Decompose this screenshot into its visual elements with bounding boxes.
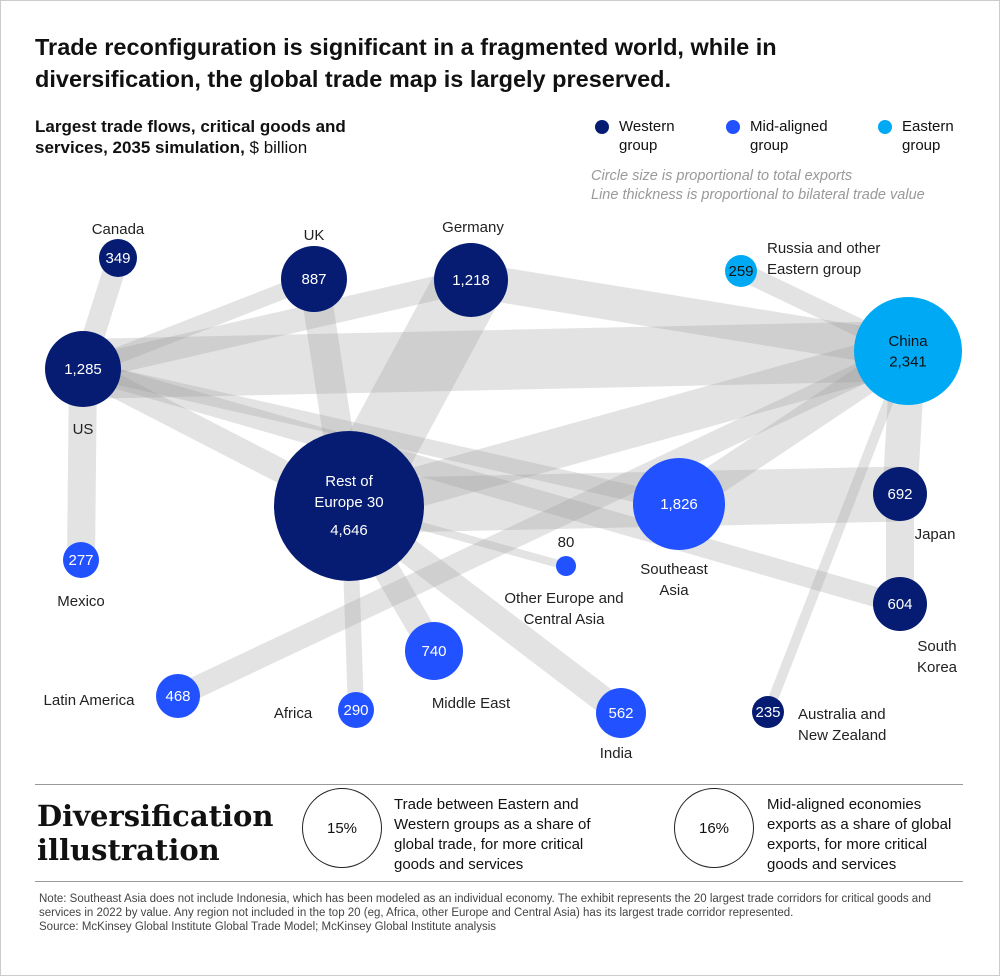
footnote: Note: Southeast Asia does not include In…: [39, 892, 969, 934]
node-value: 1,285: [64, 361, 102, 378]
node-value: 80: [558, 534, 575, 551]
legend-label: group: [619, 137, 658, 154]
node-value: 562: [608, 705, 633, 722]
trade-network: 349 887 1,218 1,285 259 2,341 4,646 1,826 692 604…: [45, 239, 962, 738]
trade-flow-us-germany: [80, 268, 474, 381]
stat-circle-2: 16%: [674, 788, 754, 868]
node-value: 604: [887, 596, 912, 613]
trade-flow-germany-china: [468, 262, 911, 369]
node-label-japan: Japan: [914, 526, 956, 543]
node-canada: [99, 239, 137, 277]
node-value: 259: [728, 263, 753, 280]
legend-dot: [726, 120, 740, 134]
trade-flow-china-aus: [763, 349, 913, 714]
node-mexico: [63, 542, 99, 578]
node-aus: [752, 696, 784, 728]
node-korea: [873, 577, 927, 631]
trade-flow-us-korea: [80, 359, 903, 614]
node-label-latam: Latin America: [43, 692, 135, 709]
legend-label: Western: [619, 118, 675, 135]
legend-western: Western group: [595, 117, 675, 155]
trade-flow-roe-china: [343, 331, 914, 526]
node-othereu: [556, 556, 576, 576]
legend-mid-aligned: Mid-aligned group: [726, 117, 828, 155]
stat-text-2: Mid-aligned economies exports as a share…: [767, 796, 952, 873]
node-label-china: China: [888, 332, 928, 350]
node-india: [596, 688, 646, 738]
node-label-germany: Germany: [442, 219, 504, 236]
note-circle-size: Circle size is proportional to total exp…: [591, 168, 853, 184]
trade-flow-roe-japan: [348, 466, 901, 534]
node-value: 468: [165, 688, 190, 705]
legend-label: group: [750, 137, 789, 154]
node-label-india: India: [599, 745, 633, 762]
source-text: Source: McKinsey Global Institute Global…: [39, 921, 497, 933]
node-uk: [281, 246, 347, 312]
node-label-us: US: [72, 421, 94, 438]
node-value: 235: [755, 704, 780, 721]
node-sea: [633, 458, 725, 550]
subtitle-bold: Largest trade flows, critical goods and …: [35, 117, 346, 157]
node-value: 887: [301, 271, 326, 288]
node-africa: [338, 692, 374, 728]
page-title: Trade reconfiguration is significant in …: [35, 34, 777, 92]
node-value: 290: [343, 702, 368, 719]
trade-flow-us-uk: [80, 271, 317, 377]
divider: [35, 784, 963, 785]
trade-flow-us-china: [82, 321, 909, 399]
chart-subtitle: Largest trade flows, critical goods and …: [35, 116, 375, 158]
node-value: 1,218: [452, 272, 490, 289]
legend-eastern: Eastern group: [878, 117, 954, 155]
node-value: 277: [68, 552, 93, 569]
node-mideast: [405, 622, 463, 680]
node-label-uk: UK: [303, 227, 325, 244]
legend-label: Eastern: [902, 118, 954, 135]
legend-dot: [878, 120, 892, 134]
diversification-title: Diversification illustration: [37, 799, 274, 867]
node-japan: [873, 467, 927, 521]
node-russia: [725, 255, 757, 287]
node-value: 4,646: [330, 522, 368, 539]
node-roe: [274, 431, 424, 581]
node-us: [45, 331, 121, 407]
node-label-mideast: Middle East: [431, 695, 511, 712]
note-text: Note: Southeast Asia does not include In…: [39, 893, 931, 919]
legend-label: group: [902, 137, 941, 154]
trade-flow-latam-china: [173, 341, 913, 706]
node-label-africa: Africa: [273, 705, 313, 722]
node-value: 740: [421, 643, 446, 660]
node-germany: [434, 243, 508, 317]
trade-flow-us-sea: [81, 361, 681, 512]
legend-dot: [595, 120, 609, 134]
subtitle-unit: $ billion: [244, 138, 308, 157]
node-latam: [156, 674, 200, 718]
legend-label: Mid-aligned: [750, 118, 828, 135]
node-china: [854, 297, 962, 405]
node-label-mexico: Mexico: [57, 593, 105, 610]
node-label-canada: Canada: [91, 221, 145, 238]
note-line-thickness: Line thickness is proportional to bilate…: [591, 187, 925, 203]
divider: [35, 881, 963, 882]
stat-text-1: Trade between Eastern and Western groups…: [394, 796, 591, 873]
node-value: 2,341: [889, 354, 927, 371]
stat-circle-1: 15%: [302, 788, 382, 868]
node-value: 692: [887, 486, 912, 503]
node-value: 349: [105, 250, 130, 267]
node-value: 1,826: [660, 496, 698, 513]
